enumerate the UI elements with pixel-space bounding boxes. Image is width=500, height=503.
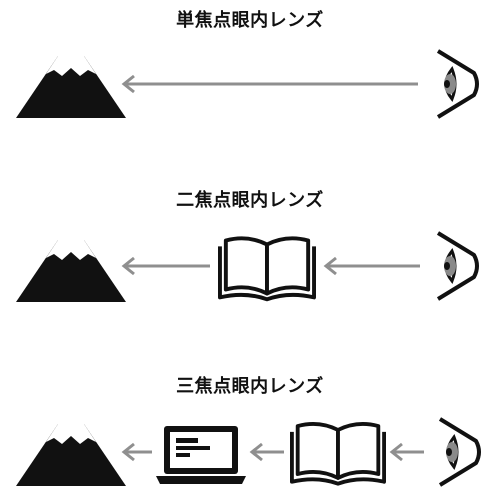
laptop-icon: [156, 426, 246, 484]
eye-icon: [436, 231, 479, 301]
arrow-book-to-laptop: [249, 442, 284, 462]
section-title: 三焦点眼内レンズ: [176, 376, 324, 397]
trifocal-scene: [16, 417, 481, 487]
eye-icon: [438, 417, 481, 487]
arrow-eye-to-book: [389, 442, 424, 462]
mountain-icon: [16, 56, 126, 118]
monofocal-scene: [16, 49, 479, 119]
eye-icon: [436, 49, 479, 119]
arrow-book-to-mountain: [121, 256, 210, 276]
section-bifocal: 二焦点眼内レンズ: [0, 180, 500, 310]
section-title: 単焦点眼内レンズ: [176, 10, 324, 31]
arrow-eye-to-book: [323, 256, 420, 276]
mountain-icon: [16, 240, 126, 302]
section-title: 二焦点眼内レンズ: [176, 190, 324, 211]
mountain-icon: [16, 424, 126, 486]
section-trifocal: 三焦点眼内レンズ: [0, 366, 500, 503]
section-monofocal: 単焦点眼内レンズ: [0, 0, 500, 130]
bifocal-scene: [16, 231, 479, 302]
book-icon: [218, 236, 316, 302]
arrow-eye-to-mountain: [121, 74, 418, 94]
book-icon: [290, 421, 386, 486]
arrow-laptop-to-mountain: [121, 442, 152, 462]
